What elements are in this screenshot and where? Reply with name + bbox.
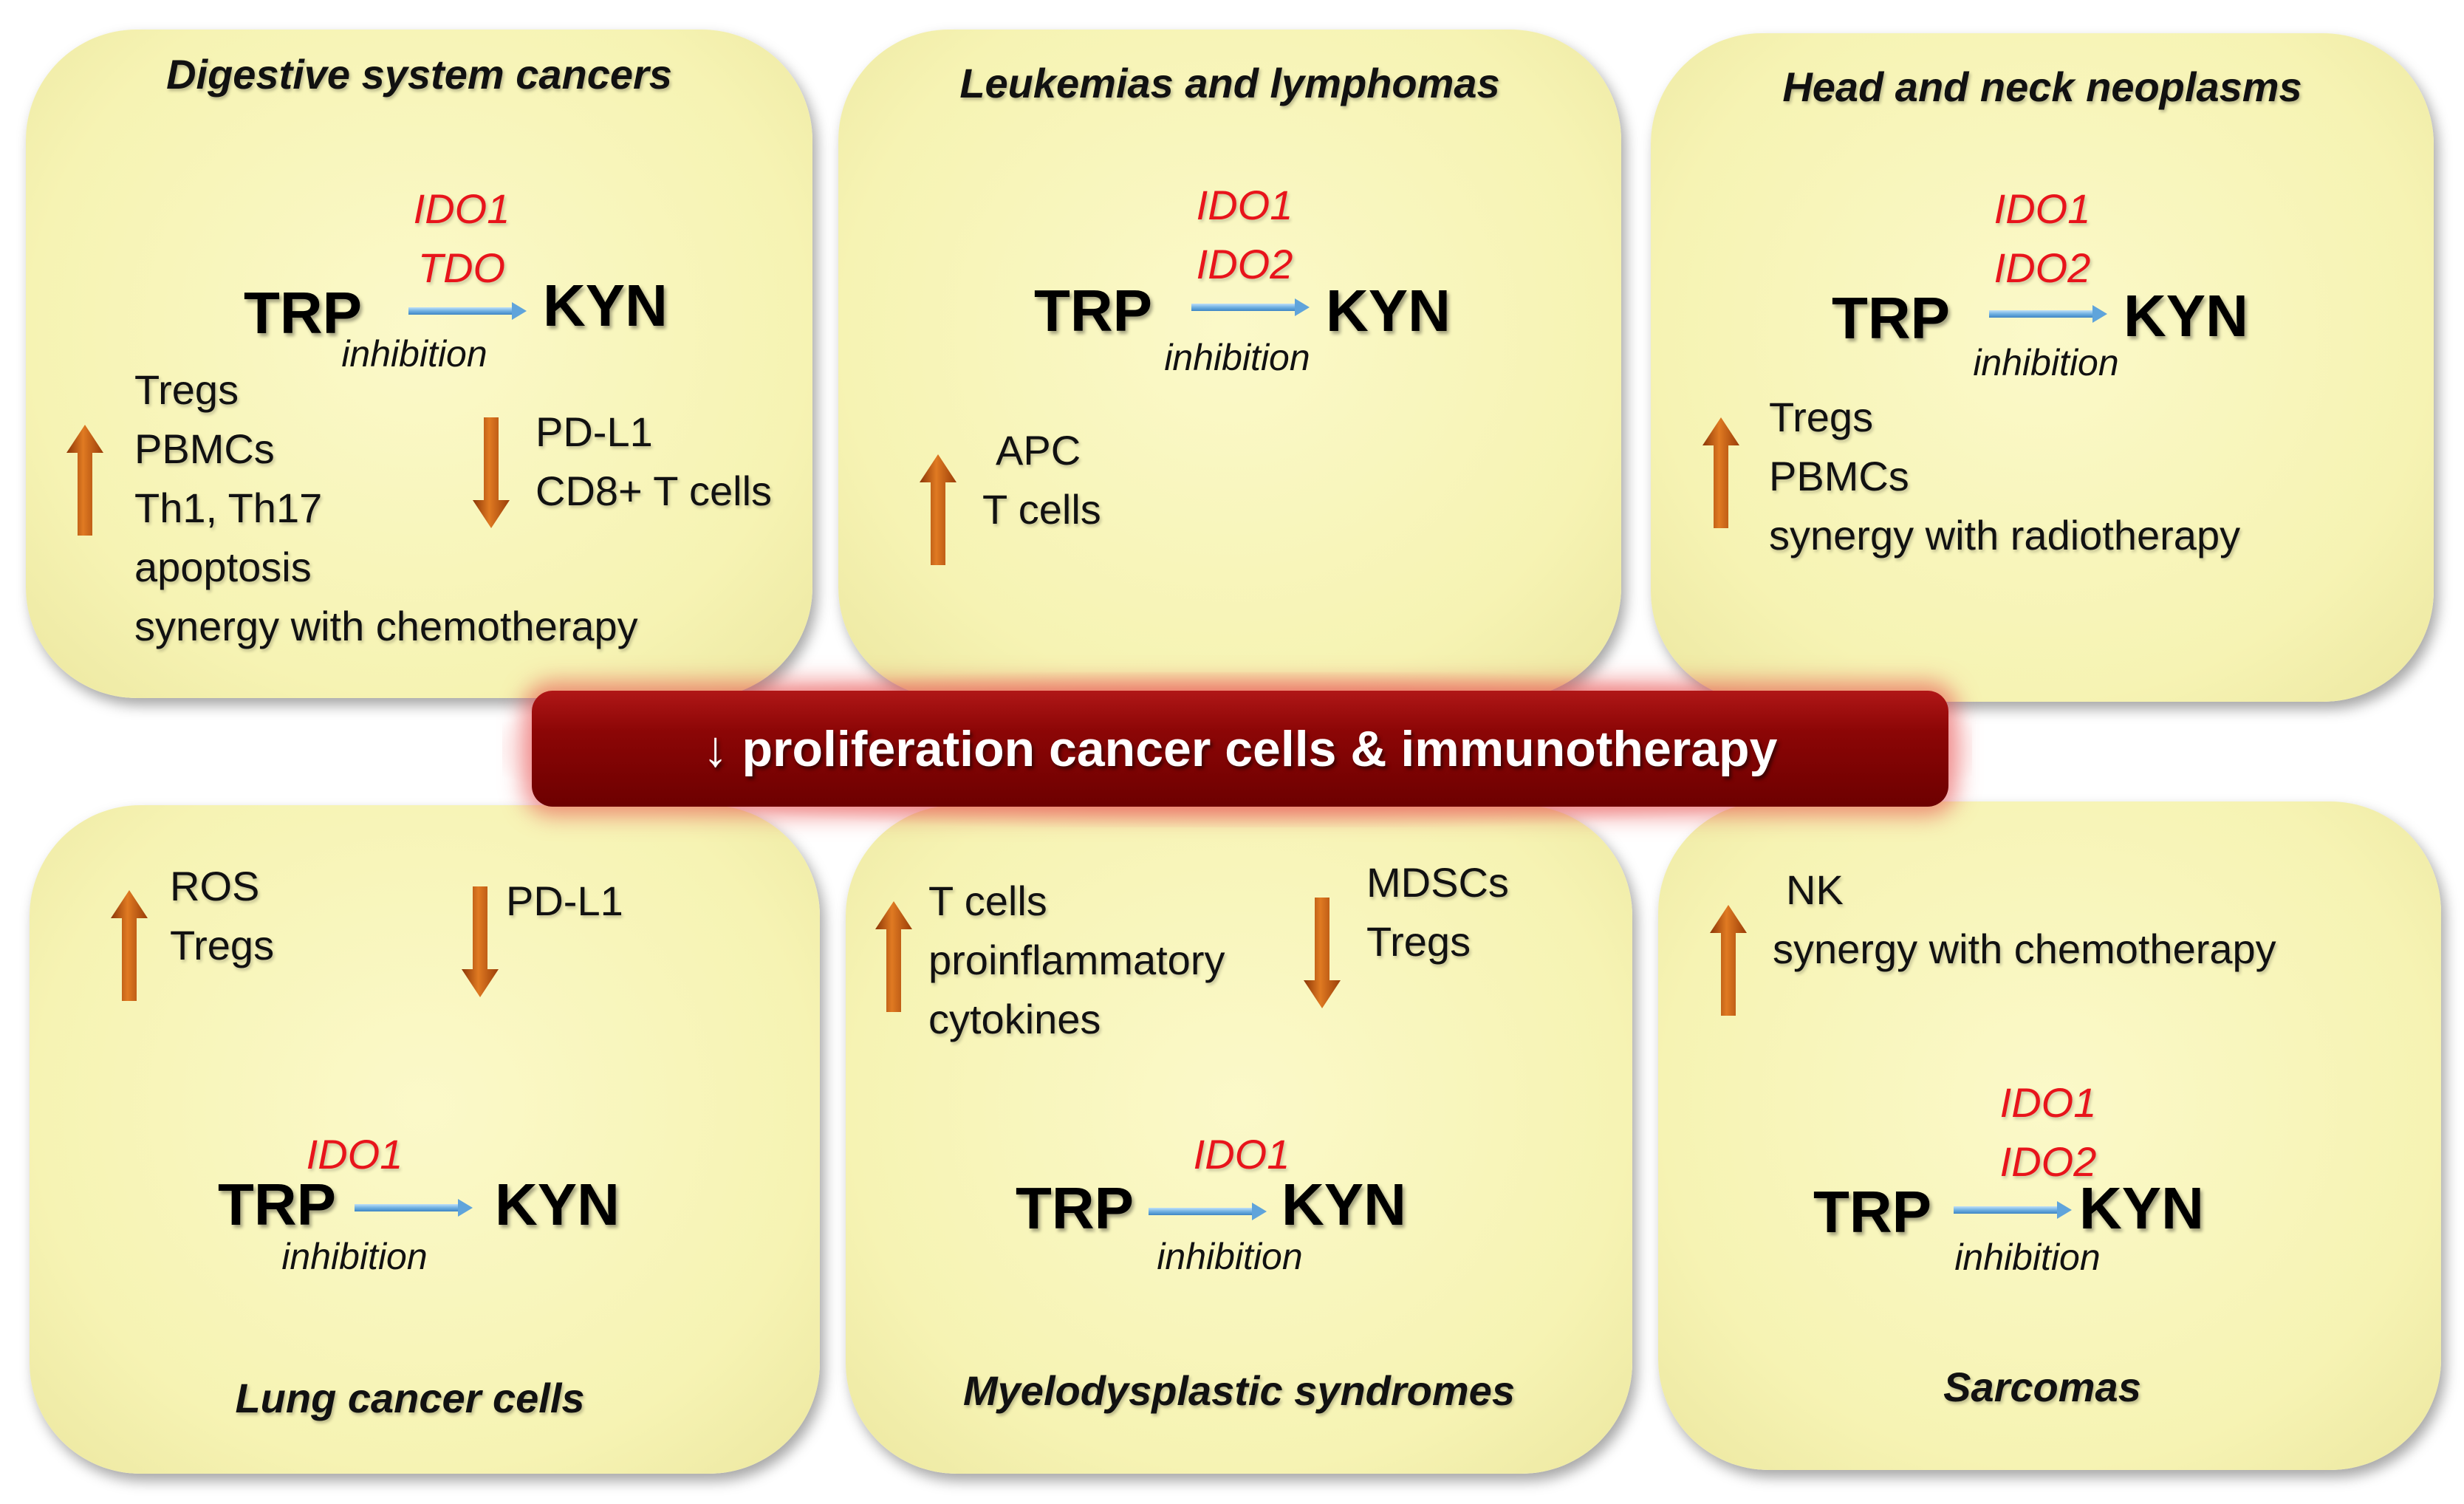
panel-title: Digestive system cancers	[166, 51, 672, 98]
increased-item: synergy with radiotherapy	[1769, 512, 2241, 558]
decreased-list: MDSCs Tregs	[1366, 853, 1509, 971]
panel-title: Lung cancer cells	[235, 1375, 585, 1421]
decreased-list: PD-L1 CD8+ T cells	[535, 403, 772, 521]
decreased-item: MDSCs	[1366, 859, 1509, 906]
pathway: IDO1 TRP KYN inhibition	[177, 1130, 694, 1337]
decreased-list: PD-L1	[506, 872, 623, 931]
inhibition-label: inhibition	[281, 1236, 428, 1277]
inhibition-label: inhibition	[1973, 342, 2119, 383]
increased-item: apoptosis	[134, 544, 312, 590]
pathway: IDO1 IDO2 TRP KYN inhibition	[1784, 155, 2301, 383]
panel-title: Sarcomas	[1943, 1364, 2141, 1410]
enzyme-label: IDO1	[413, 185, 510, 232]
panel-digestive-system-cancers: Digestive system cancers IDO1 TDO TRP KY…	[26, 30, 812, 698]
increased-list: Tregs PBMCs Th1, Th17 apoptosis synergy …	[134, 360, 638, 656]
enzyme-label: IDO1	[1196, 182, 1293, 228]
banner-text: ↓ proliferation cancer cells & immunothe…	[702, 720, 1778, 777]
increased-item: ROS	[170, 863, 260, 909]
kyn-label: KYN	[2124, 283, 2248, 349]
enzyme-label: IDO1	[306, 1131, 403, 1177]
panel-lung-cancer-cells: Lung cancer cells ROS Tregs PD-L1 IDO1 T…	[30, 805, 820, 1474]
increased-item: Tregs	[134, 366, 239, 413]
enzyme-label: IDO1	[1994, 185, 2091, 232]
enzyme-label: IDO1	[1193, 1131, 1290, 1177]
pathway: IDO1 TRP KYN inhibition	[993, 1130, 1510, 1337]
panel-sarcomas: Sarcomas NK synergy with chemotherapy ID…	[1658, 801, 2441, 1470]
increase-arrow-icon	[1702, 417, 1739, 528]
enzyme-label: IDO1	[1999, 1079, 2097, 1126]
panel-title: Head and neck neoplasms	[1782, 64, 2302, 110]
increased-item: APC	[996, 427, 1081, 474]
decreased-item: Tregs	[1366, 918, 1471, 965]
panel-leukemias-and-lymphomas: Leukemias and lymphomas IDO1 IDO2 TRP KY…	[838, 30, 1621, 698]
kyn-label: KYN	[1281, 1172, 1406, 1237]
trp-label: TRP	[218, 1172, 336, 1237]
panel-title: Leukemias and lymphomas	[959, 60, 1500, 106]
decreased-item: PD-L1	[506, 878, 623, 924]
increased-item: Th1, Th17	[134, 485, 323, 531]
enzyme-label: TDO	[417, 245, 506, 291]
inhibition-label: inhibition	[341, 333, 487, 375]
pathway: IDO1 TDO TRP KYN inhibition	[203, 155, 720, 375]
pathway: IDO1 IDO2 TRP KYN inhibition	[1799, 1079, 2316, 1285]
increased-item: Tregs	[1769, 394, 1874, 440]
increased-item: Tregs	[170, 922, 275, 968]
increased-item: NK	[1786, 866, 1844, 913]
increased-list: APC T cells	[982, 421, 1101, 539]
panel-head-and-neck-neoplasms: Head and neck neoplasms IDO1 IDO2 TRP KY…	[1651, 33, 2434, 702]
trp-label: TRP	[244, 280, 362, 346]
increase-arrow-icon	[875, 901, 912, 1012]
pathway: IDO1 IDO2 TRP KYN inhibition	[986, 151, 1503, 378]
increased-item: PBMCs	[1769, 453, 1909, 499]
inhibition-label: inhibition	[1954, 1237, 2101, 1278]
decrease-arrow-icon	[462, 886, 499, 997]
increased-list: NK synergy with chemotherapy	[1773, 861, 2276, 979]
increased-item: PBMCs	[134, 425, 275, 472]
inhibition-label: inhibition	[1164, 337, 1310, 378]
increased-item: T cells	[982, 486, 1101, 533]
increased-item: cytokines	[928, 996, 1101, 1042]
increased-list: ROS Tregs	[170, 857, 274, 975]
increased-item: T cells	[928, 878, 1047, 924]
decreased-item: CD8+ T cells	[535, 468, 773, 514]
trp-label: TRP	[1016, 1175, 1134, 1241]
enzyme-label: IDO2	[1994, 245, 2091, 291]
increase-arrow-icon	[66, 425, 103, 536]
kyn-label: KYN	[1326, 278, 1451, 343]
conversion-arrow-icon	[1149, 1203, 1267, 1220]
conversion-arrow-icon	[1954, 1201, 2072, 1219]
conversion-arrow-icon	[408, 302, 527, 320]
kyn-label: KYN	[543, 273, 668, 338]
increase-arrow-icon	[111, 890, 148, 1001]
panel-title: Myelodysplastic syndromes	[963, 1367, 1515, 1414]
kyn-label: KYN	[2079, 1175, 2204, 1241]
increased-item: synergy with chemotherapy	[1773, 926, 2276, 972]
increased-item: proinflammatory	[928, 937, 1225, 983]
enzyme-label: IDO2	[1196, 241, 1293, 287]
increased-item: synergy with chemotherapy	[134, 603, 638, 649]
conversion-arrow-icon	[1989, 305, 2107, 323]
inhibition-label: inhibition	[1157, 1236, 1303, 1277]
decreased-item: PD-L1	[535, 409, 653, 455]
trp-label: TRP	[1034, 278, 1152, 343]
conversion-arrow-icon	[355, 1199, 473, 1217]
enzyme-label: IDO2	[1999, 1138, 2097, 1185]
panel-myelodysplastic-syndromes: Myelodysplastic syndromes T cells proinf…	[846, 805, 1632, 1474]
trp-label: TRP	[1832, 285, 1950, 351]
increase-arrow-icon	[1710, 905, 1747, 1016]
conversion-arrow-icon	[1191, 298, 1310, 316]
increased-list: T cells proinflammatory cytokines	[928, 872, 1225, 1049]
increased-list: Tregs PBMCs synergy with radiotherapy	[1769, 388, 2240, 565]
kyn-label: KYN	[495, 1172, 620, 1237]
decrease-arrow-icon	[473, 417, 510, 528]
proliferation-banner: ↓ proliferation cancer cells & immunothe…	[532, 691, 1948, 807]
increase-arrow-icon	[920, 454, 956, 565]
trp-label: TRP	[1813, 1179, 1931, 1245]
decrease-arrow-icon	[1304, 898, 1341, 1008]
